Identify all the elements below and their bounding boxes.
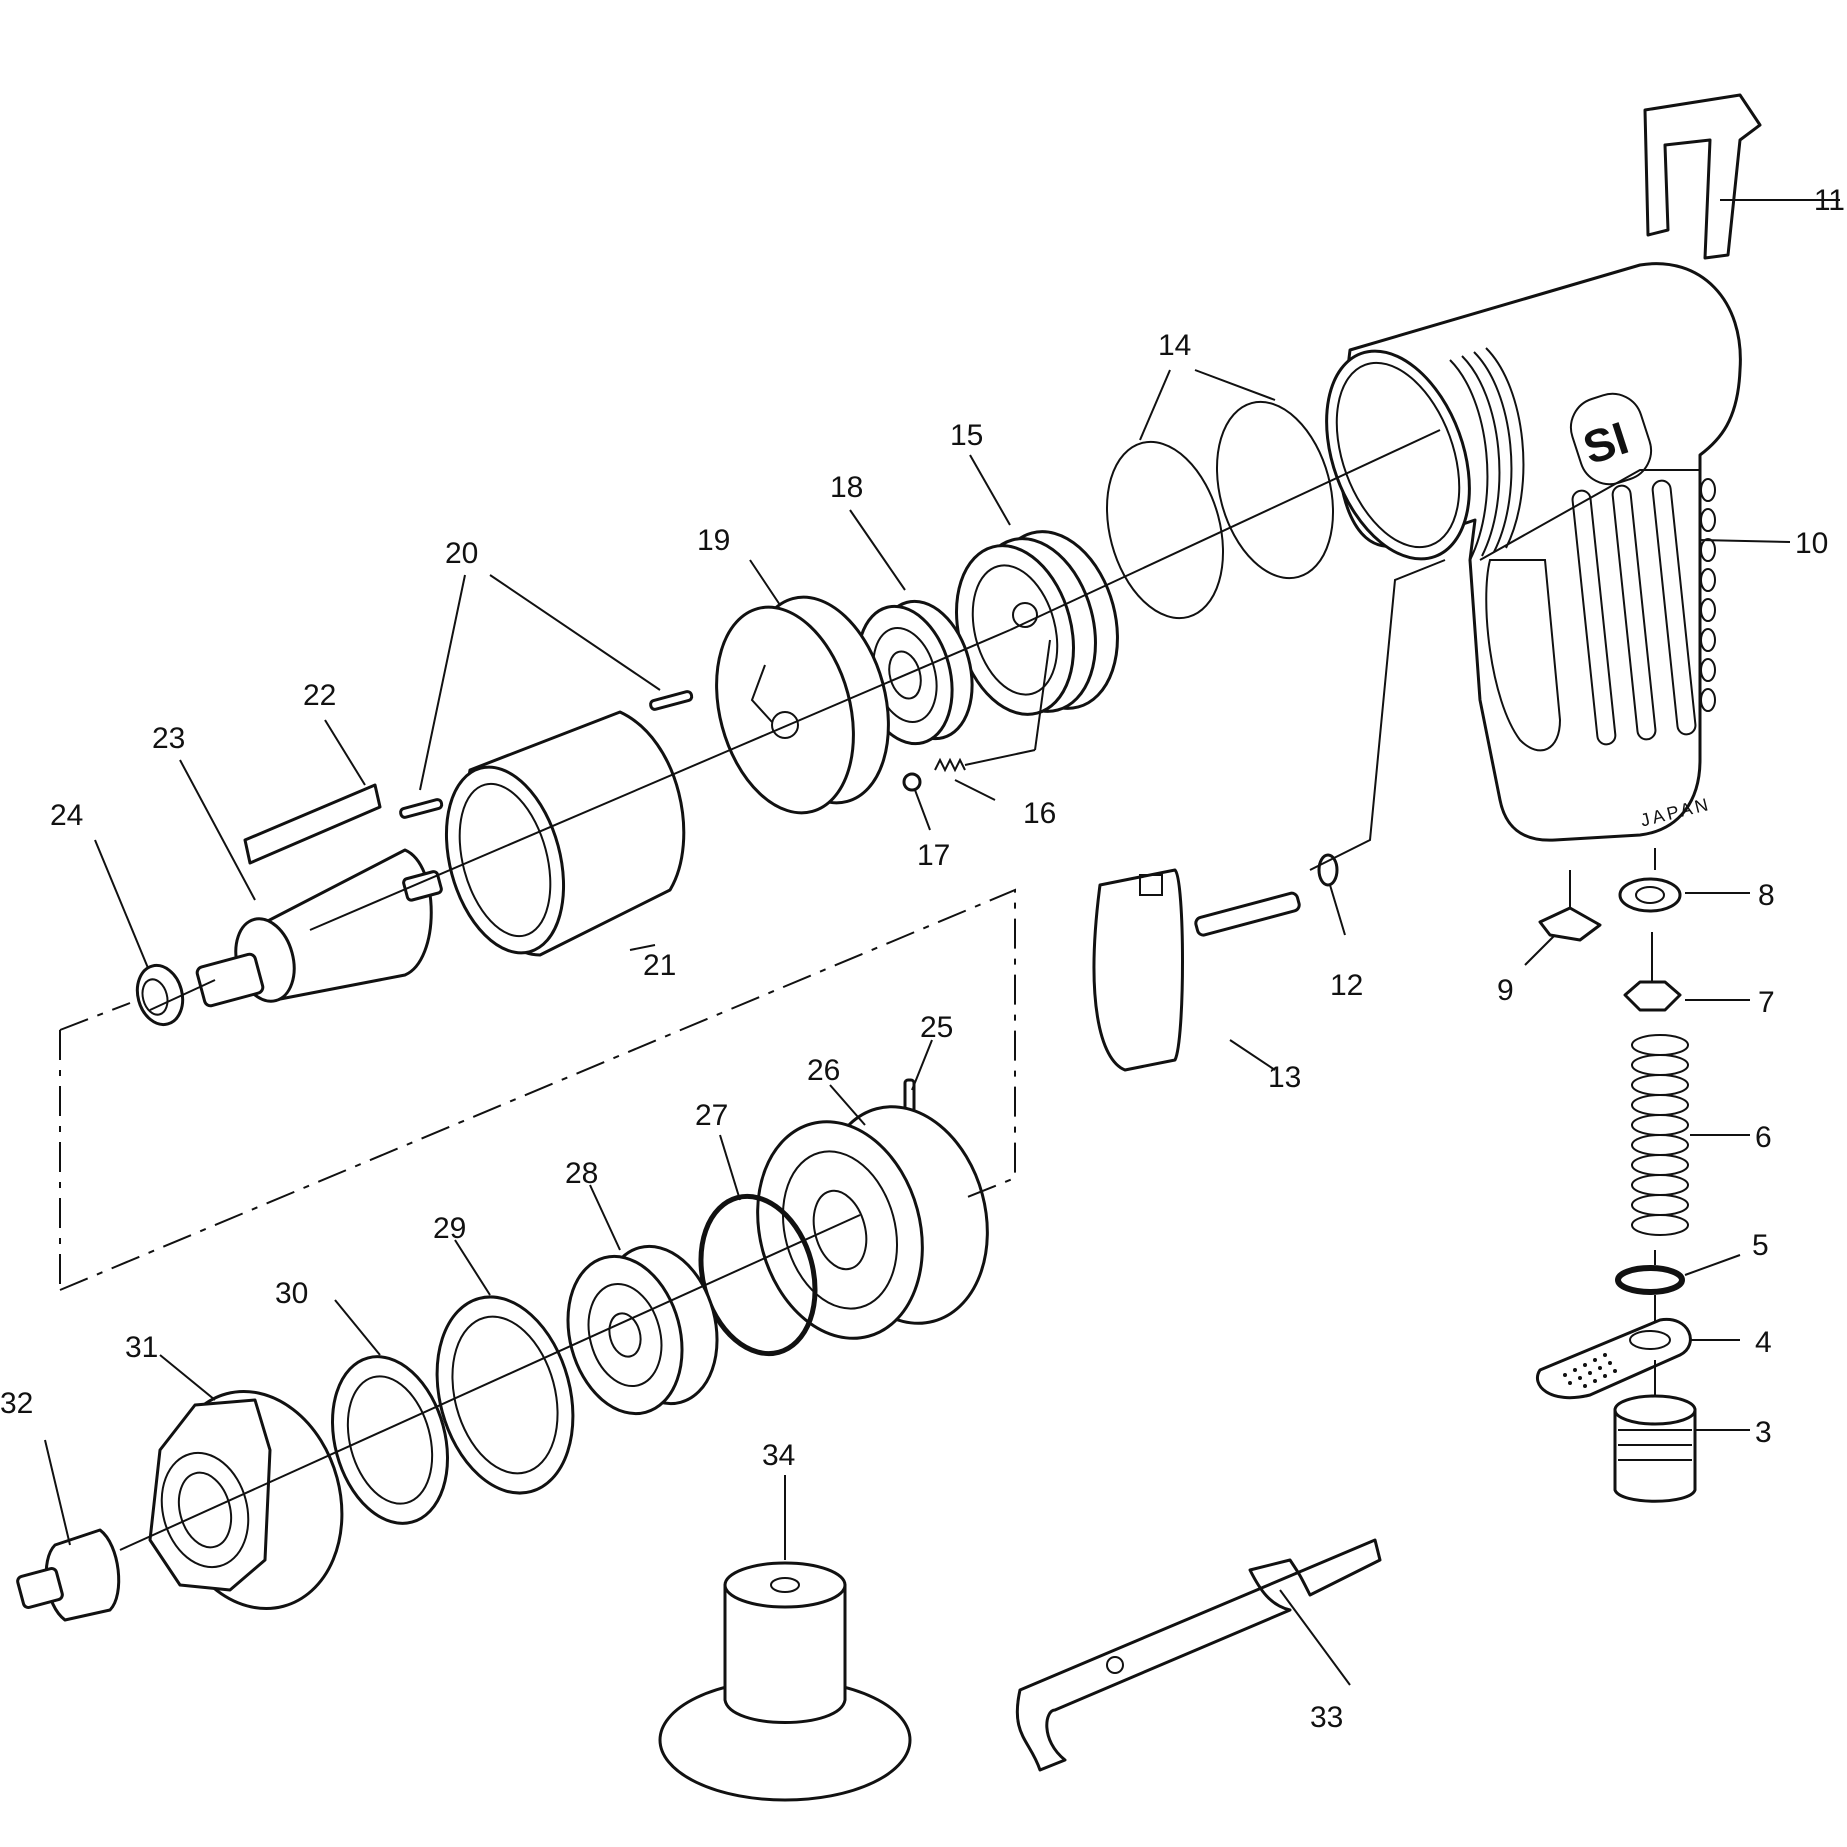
callout-25: 25 xyxy=(920,1011,953,1044)
part-washer-24 xyxy=(135,963,185,1027)
callout-13: 13 xyxy=(1268,1061,1301,1094)
callout-7: 7 xyxy=(1758,986,1775,1019)
callout-9: 9 xyxy=(1497,974,1514,1007)
part-pin-20b xyxy=(399,798,444,819)
callout-24: 24 xyxy=(50,799,83,832)
part-oring-5 xyxy=(1615,1265,1685,1295)
callout-labels: 11 10 14 15 18 19 20 22 23 24 21 16 17 1… xyxy=(0,184,1845,1734)
part-spring-6 xyxy=(1631,1034,1689,1236)
part-rotor-23 xyxy=(195,848,443,1008)
part-housing-26 xyxy=(756,1105,989,1340)
callout-27: 27 xyxy=(695,1099,728,1132)
callout-17: 17 xyxy=(917,839,950,872)
callout-leaders xyxy=(44,199,1840,1686)
callout-20: 20 xyxy=(445,537,478,570)
part-pad-34 xyxy=(658,1561,912,1802)
assembly-lines xyxy=(59,429,1656,1551)
part-adapter-32 xyxy=(16,1528,121,1622)
part-plate-19 xyxy=(715,595,890,815)
part-ball-17 xyxy=(902,772,922,792)
callout-5: 5 xyxy=(1752,1229,1769,1262)
callout-19: 19 xyxy=(697,524,730,557)
callout-34: 34 xyxy=(762,1439,795,1472)
callout-26: 26 xyxy=(807,1054,840,1087)
callout-14: 14 xyxy=(1158,329,1191,362)
part-oring-12 xyxy=(1317,853,1339,887)
vent-holes xyxy=(1700,478,1716,712)
part-oring-14a xyxy=(1105,440,1225,620)
part-oring-14b xyxy=(1215,400,1335,580)
callout-11: 11 xyxy=(1814,184,1845,217)
callout-33: 33 xyxy=(1310,1701,1343,1734)
part-washer-30 xyxy=(330,1355,450,1525)
callout-28: 28 xyxy=(565,1157,598,1190)
callout-15: 15 xyxy=(950,419,983,452)
part-spring-16 xyxy=(934,757,966,773)
callout-22: 22 xyxy=(303,679,336,712)
callout-32: 32 xyxy=(0,1387,33,1420)
part-wrench-33 xyxy=(1015,1538,1382,1772)
part-valve-7 xyxy=(1623,932,1682,1012)
part-rear-plate-15 xyxy=(955,530,1119,716)
part-blade-22 xyxy=(243,783,382,865)
callout-8: 8 xyxy=(1758,879,1775,912)
callout-23: 23 xyxy=(152,722,185,755)
callout-29: 29 xyxy=(433,1212,466,1245)
part-trigger-13 xyxy=(1092,868,1301,1072)
callout-3: 3 xyxy=(1755,1416,1772,1449)
part-pin-20a xyxy=(649,690,694,711)
callout-6: 6 xyxy=(1755,1121,1772,1154)
callout-30: 30 xyxy=(275,1277,308,1310)
part-inlet-3 xyxy=(1613,1394,1697,1503)
part-washer-29 xyxy=(435,1295,575,1495)
part-front-cap-31 xyxy=(148,1389,344,1611)
part-bushing-8 xyxy=(1618,877,1682,913)
part-plate-9 xyxy=(1538,906,1602,942)
part-cylinder-21 xyxy=(444,710,686,957)
callout-16: 16 xyxy=(1023,797,1056,830)
callout-18: 18 xyxy=(830,471,863,504)
part-bearing-28 xyxy=(566,1244,719,1416)
callout-12: 12 xyxy=(1330,969,1363,1002)
callout-31: 31 xyxy=(125,1331,158,1364)
callout-21: 21 xyxy=(643,949,676,982)
part-housing-10: SI JAPAN xyxy=(1325,262,1742,842)
callout-4: 4 xyxy=(1755,1326,1772,1359)
part-lever-11 xyxy=(1643,93,1762,260)
callout-10: 10 xyxy=(1795,527,1828,560)
part-filter-4 xyxy=(1536,1317,1692,1400)
